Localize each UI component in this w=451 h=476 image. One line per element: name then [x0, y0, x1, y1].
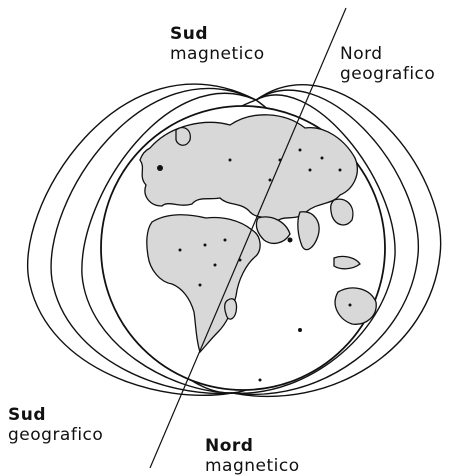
madagascar-landmass — [225, 299, 237, 319]
label-magnetic-south: Sud magnetico — [170, 24, 265, 64]
label-magnetic-north: Nord magnetico — [205, 436, 300, 476]
label-geographic-south: Sud geografico — [8, 405, 103, 445]
label-magnetic-north-line1: Nord — [205, 436, 300, 456]
label-magnetic-north-line2: magnetico — [205, 456, 300, 476]
label-magnetic-south-line2: magnetico — [170, 44, 265, 64]
label-geographic-north-line1: Nord — [340, 44, 435, 64]
label-geographic-north-line2: geografico — [340, 64, 435, 84]
label-geographic-south-line2: geografico — [8, 425, 103, 445]
british-isles-landmass — [176, 128, 190, 146]
label-magnetic-south-line1: Sud — [170, 24, 265, 44]
label-geographic-north: Nord geografico — [340, 44, 435, 84]
label-geographic-south-line1: Sud — [8, 405, 103, 425]
